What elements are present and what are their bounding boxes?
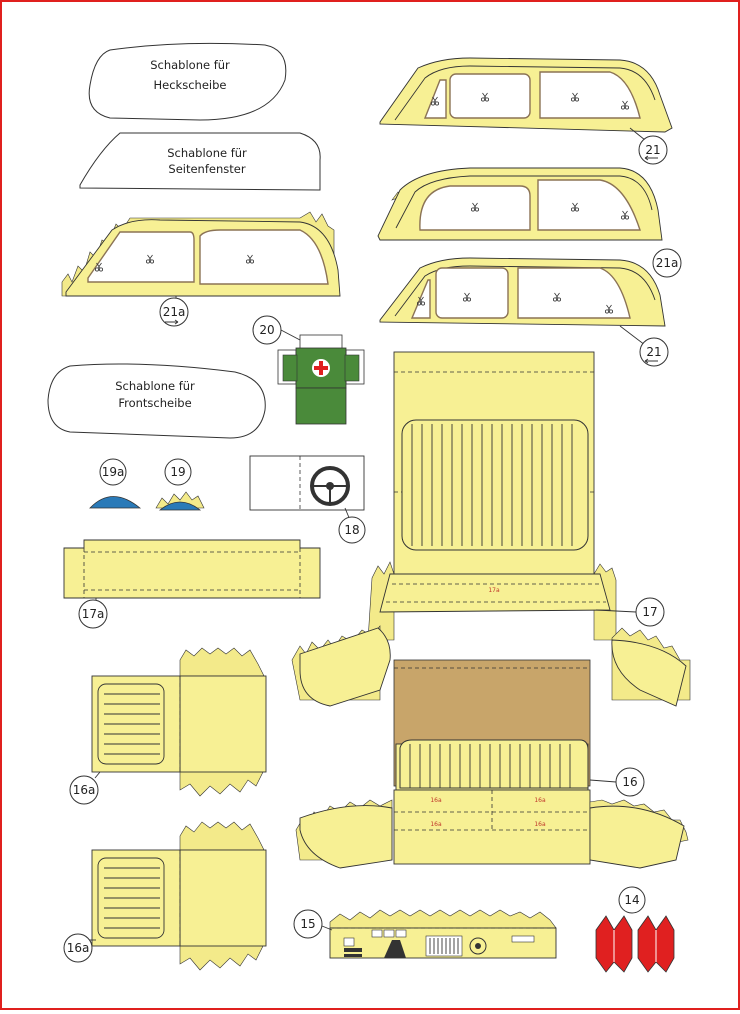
part-20-medic-box: 20 xyxy=(252,315,365,425)
part-14-red-pieces: 14 xyxy=(595,886,675,973)
template-rear-window-line2: Heckscheibe xyxy=(154,78,227,92)
part-17-hood: 17a 17 xyxy=(291,351,691,707)
part-number-14: 14 xyxy=(624,893,639,907)
part-number-16a-upper: 16a xyxy=(73,783,96,797)
template-front-window-line2: Frontscheibe xyxy=(118,396,191,410)
template-front-window-line1: Schablone für xyxy=(115,379,195,393)
template-side-window-line2: Seitenfenster xyxy=(168,162,245,176)
part-19a-fender: 19a xyxy=(89,458,142,509)
part-16a-upper: 16a xyxy=(69,647,267,805)
template-side-window-line1: Schablone für xyxy=(167,146,247,160)
part-number-19a: 19a xyxy=(102,465,125,479)
part-16-body: 16a 16a 16a 16a 16 xyxy=(295,659,689,869)
fold-label-16a-1: 16a xyxy=(430,797,442,804)
fold-label-16a-2: 16a xyxy=(534,797,546,804)
part-15-dashboard: 15 xyxy=(293,909,557,959)
part-21a-left: 21a xyxy=(61,211,341,327)
part-number-19: 19 xyxy=(170,465,185,479)
part-number-15: 15 xyxy=(300,917,315,931)
part-number-21a-right: 21a xyxy=(656,256,679,270)
part-18-steering: 18 xyxy=(249,455,366,544)
template-side-window: Schablone für Seitenfenster xyxy=(79,132,321,191)
part-19-fender: 19 xyxy=(155,458,205,511)
fold-label-16a-4: 16a xyxy=(534,821,546,828)
part-21-bottom: 21 xyxy=(379,257,669,367)
part-number-17a: 17a xyxy=(82,607,105,621)
part-number-21-top: 21 xyxy=(645,143,660,157)
part-number-21-bottom: 21 xyxy=(646,345,661,359)
part-number-16a-lower: 16a xyxy=(67,941,90,955)
template-front-window: Schablone für Frontscheibe xyxy=(47,363,266,439)
template-rear-window: Schablone für Heckscheibe xyxy=(88,42,287,121)
part-21a-right: 21a xyxy=(377,167,682,278)
part-number-17: 17 xyxy=(642,605,657,619)
part-21-top: 21 xyxy=(379,57,673,165)
fold-label-17a: 17a xyxy=(488,587,500,594)
part-number-21a-left: 21a xyxy=(163,305,186,319)
part-16a-lower: 16a xyxy=(63,821,267,971)
template-rear-window-line1: Schablone für xyxy=(150,58,230,72)
part-number-20: 20 xyxy=(259,323,274,337)
part-number-16: 16 xyxy=(622,775,637,789)
part-17a-panel: 17a xyxy=(63,539,321,629)
part-number-18: 18 xyxy=(344,523,359,537)
fold-label-16a-3: 16a xyxy=(430,821,442,828)
